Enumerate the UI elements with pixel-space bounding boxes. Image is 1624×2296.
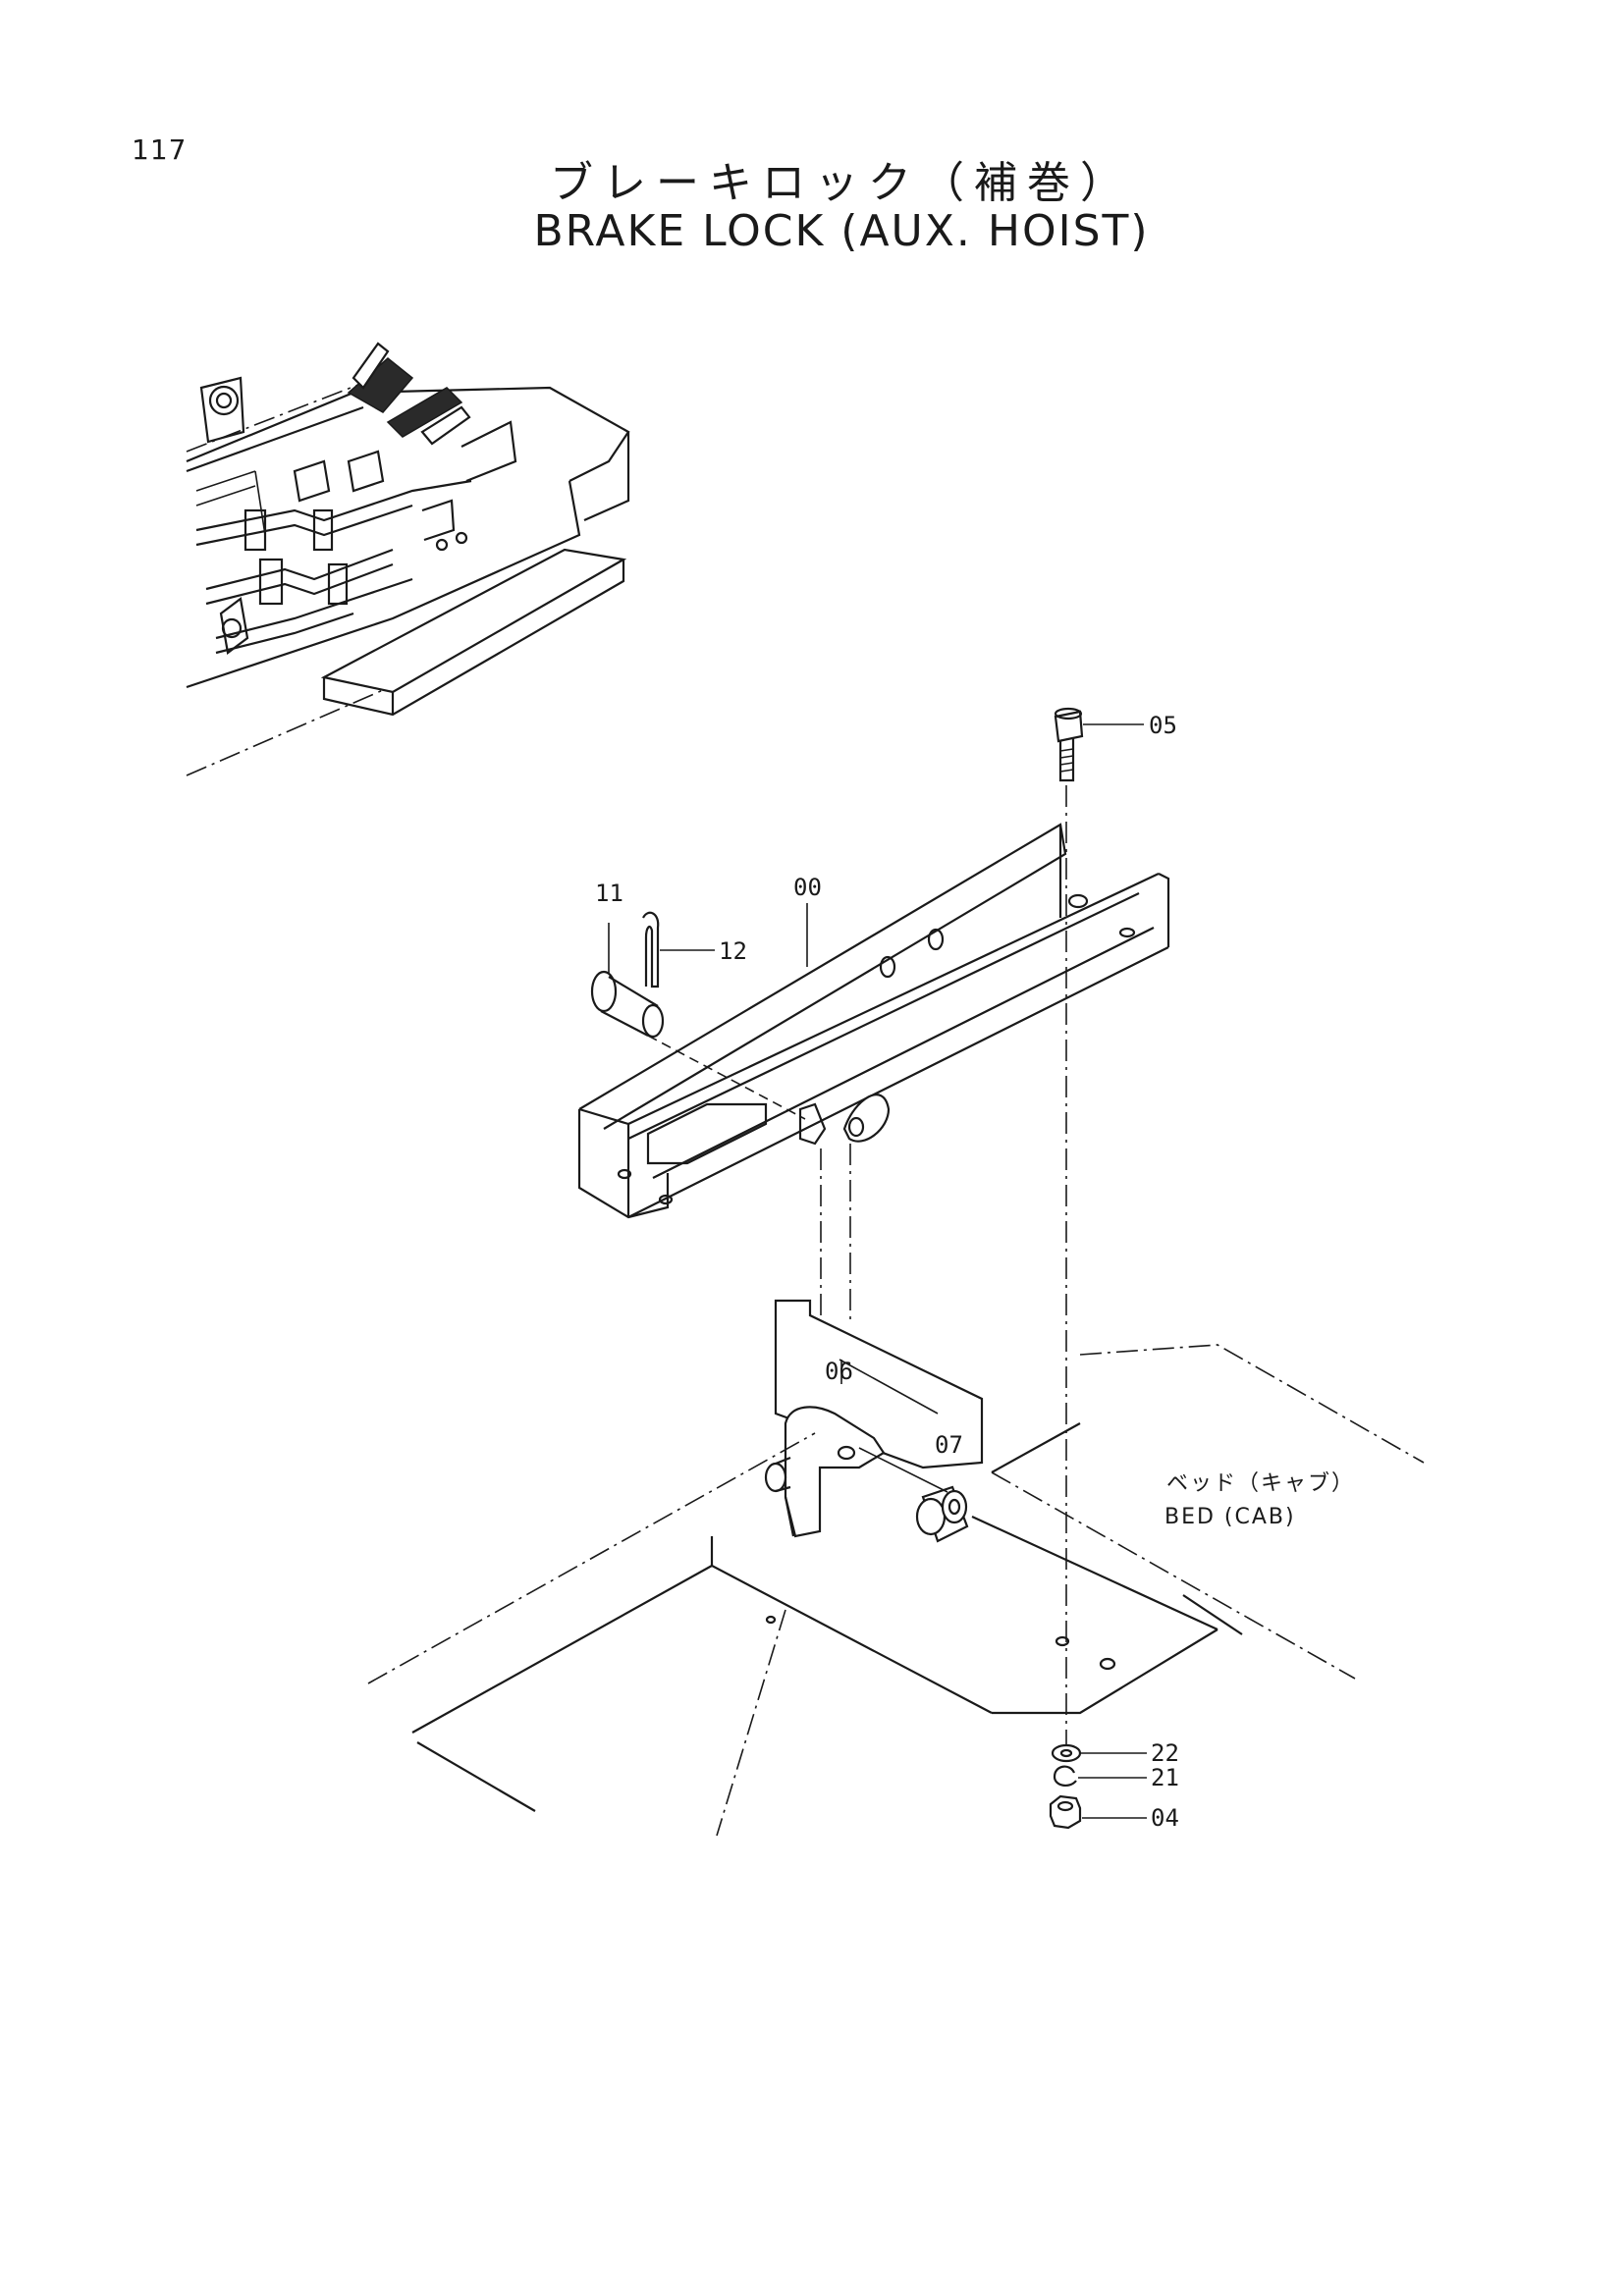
- nut-part: [1049, 1794, 1147, 1830]
- callout-05: 05: [1149, 712, 1177, 739]
- cotter-pin-part: [642, 911, 715, 988]
- overview-inset: [186, 342, 630, 776]
- callout-07: 07: [935, 1431, 963, 1459]
- page-number: 117: [132, 133, 188, 166]
- frame-assembly: [577, 823, 1170, 1219]
- callout-11: 11: [595, 880, 623, 907]
- callout-21: 21: [1151, 1764, 1179, 1791]
- bed-label-english: BED (CAB): [1164, 1505, 1296, 1529]
- bushing-part: [858, 1447, 969, 1543]
- bed-base: [367, 1344, 1425, 1837]
- callout-12: 12: [719, 937, 747, 965]
- pin-part: [590, 923, 806, 1120]
- bed-label-japanese: ベッド（キャブ）: [1166, 1471, 1355, 1496]
- callout-04: 04: [1151, 1804, 1179, 1832]
- bolt-part: [1054, 707, 1144, 782]
- callout-22: 22: [1151, 1739, 1179, 1767]
- callout-06: 06: [825, 1358, 853, 1385]
- washer-part: [1051, 1743, 1147, 1763]
- page-title-english: BRAKE LOCK (AUX. HOIST): [533, 206, 1150, 256]
- page-title-japanese: ブレーキロック（補巻）: [550, 158, 1133, 208]
- spring-washer-part: [1053, 1765, 1147, 1787]
- bracket-part: [764, 1406, 886, 1538]
- callout-00: 00: [793, 874, 822, 901]
